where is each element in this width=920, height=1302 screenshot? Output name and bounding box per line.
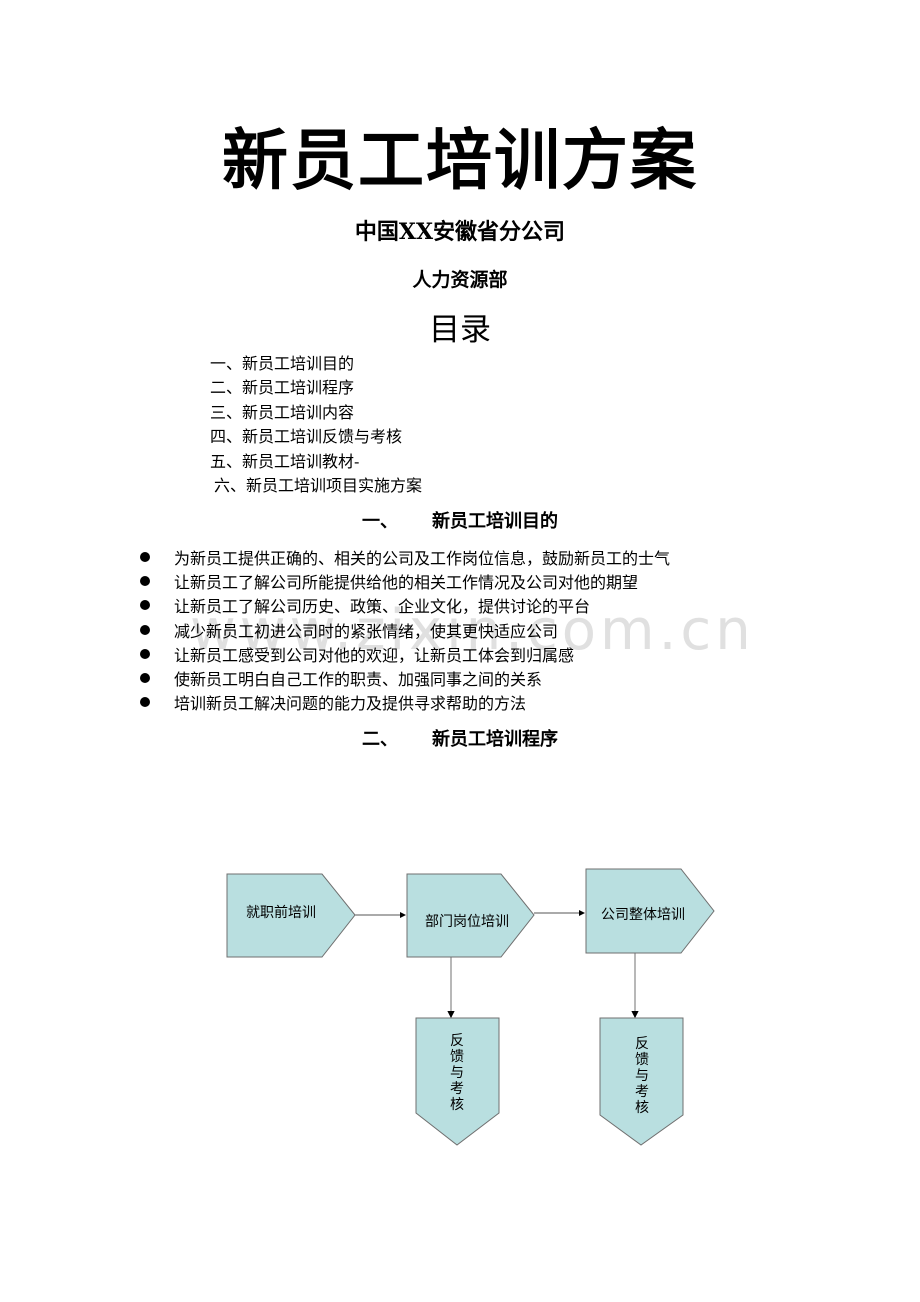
bullet-icon bbox=[140, 600, 150, 611]
flow-step-pre-employment-training[interactable]: 就职前培训 bbox=[226, 873, 356, 958]
flow-step-department-training[interactable]: 部门岗位培训 bbox=[406, 873, 535, 958]
section-number: 二、 bbox=[362, 729, 398, 750]
flow-step-label-char: 反 bbox=[450, 1033, 464, 1049]
document-title: 新员工培训方案 bbox=[222, 121, 698, 199]
flow-step-label-char: 与 bbox=[450, 1065, 464, 1081]
toc-item[interactable]: 五、新员工培训教材- bbox=[210, 451, 360, 471]
section-1-heading: 一、 新员工培训目的 bbox=[0, 508, 920, 536]
company-name: 中国XX安徽省分公司 bbox=[354, 219, 566, 245]
bullet-icon bbox=[140, 648, 150, 659]
list-item: 减少新员工初进公司时的紧张情绪，使其更快适应公司 bbox=[138, 618, 670, 642]
section-2-heading: 二、 新员工培训程序 bbox=[0, 726, 920, 754]
flow-step-label: 部门岗位培训 bbox=[425, 914, 509, 930]
flow-step-label-char: 馈 bbox=[450, 1049, 464, 1065]
bullet-icon bbox=[140, 697, 150, 708]
list-item: 为新员工提供正确的、相关的公司及工作岗位信息，鼓励新员工的士气 bbox=[138, 545, 670, 569]
flow-step-label-char: 馈 bbox=[635, 1052, 649, 1068]
list-item: 让新员工了解公司历史、政策、企业文化，提供讨论的平台 bbox=[138, 593, 670, 617]
bullet-text: 让新员工感受到公司对他的欢迎，让新员工体会到归属感 bbox=[174, 645, 575, 665]
department-name: 人力资源部 bbox=[412, 269, 508, 291]
list-item: 让新员工感受到公司对他的欢迎，让新员工体会到归属感 bbox=[138, 642, 670, 666]
toc-title: 目录 bbox=[429, 312, 491, 348]
toc-item[interactable]: 六、新员工培训项目实施方案 bbox=[214, 476, 423, 496]
bullet-text: 使新员工明白自己工作的职责、加强同事之间的关系 bbox=[174, 670, 543, 690]
toc-item[interactable]: 三、新员工培训内容 bbox=[210, 402, 355, 422]
flow-step-label-char: 核 bbox=[450, 1097, 464, 1113]
bullet-icon bbox=[140, 624, 150, 635]
table-of-contents: 一、新员工培训目的 二、新员工培训程序 三、新员工培训内容 四、新员工培训反馈与… bbox=[210, 352, 422, 498]
bullet-text: 减少新员工初进公司时的紧张情绪，使其更快适应公司 bbox=[174, 621, 559, 641]
bullet-text: 为新员工提供正确的、相关的公司及工作岗位信息，鼓励新员工的士气 bbox=[174, 549, 671, 569]
flow-step-label-char: 考 bbox=[635, 1084, 649, 1100]
bullet-text: 培训新员工解决问题的能力及提供寻求帮助的方法 bbox=[174, 694, 527, 714]
flow-step-label-char: 反 bbox=[635, 1036, 649, 1052]
purpose-bullet-list: 为新员工提供正确的、相关的公司及工作岗位信息，鼓励新员工的士气 让新员工了解公司… bbox=[138, 545, 670, 714]
bullet-icon bbox=[140, 552, 150, 563]
flow-step-label-char: 核 bbox=[635, 1100, 649, 1116]
toc-item[interactable]: 四、新员工培训反馈与考核 bbox=[210, 427, 403, 447]
list-item: 使新员工明白自己工作的职责、加强同事之间的关系 bbox=[138, 666, 670, 690]
list-item: 让新员工了解公司所能提供给他的相关工作情况及公司对他的期望 bbox=[138, 569, 670, 593]
section-title: 新员工培训程序 bbox=[432, 729, 558, 750]
bullet-text: 让新员工了解公司历史、政策、企业文化，提供讨论的平台 bbox=[174, 597, 591, 617]
flow-step-feedback-assessment[interactable]: 反 馈 与 考 核 bbox=[599, 1017, 684, 1146]
flow-step-label-char: 与 bbox=[635, 1068, 649, 1084]
bullet-text: 让新员工了解公司所能提供给他的相关工作情况及公司对他的期望 bbox=[174, 573, 639, 593]
section-number: 一、 bbox=[362, 511, 398, 532]
flow-step-label-char: 考 bbox=[450, 1081, 464, 1097]
toc-item[interactable]: 二、新员工培训程序 bbox=[210, 378, 355, 398]
flow-step-label: 公司整体培训 bbox=[601, 907, 685, 923]
bullet-icon bbox=[140, 576, 150, 587]
flow-step-feedback-assessment[interactable]: 反 馈 与 考 核 bbox=[415, 1017, 500, 1146]
list-item: 培训新员工解决问题的能力及提供寻求帮助的方法 bbox=[138, 690, 670, 714]
toc-item[interactable]: 一、新员工培训目的 bbox=[210, 354, 355, 373]
bullet-icon bbox=[140, 673, 150, 684]
section-title: 新员工培训目的 bbox=[432, 511, 558, 532]
flow-step-company-training[interactable]: 公司整体培训 bbox=[585, 868, 715, 954]
flow-step-label: 就职前培训 bbox=[246, 904, 316, 921]
